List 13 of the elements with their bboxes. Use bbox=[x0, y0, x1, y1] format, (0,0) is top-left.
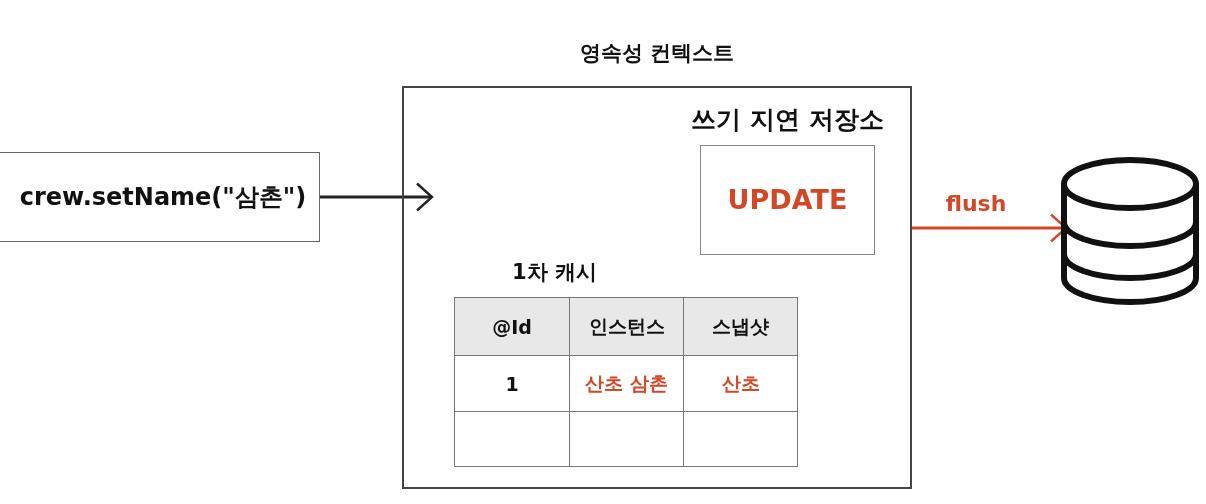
heading: 쓰기 지연 저장소 bbox=[690, 104, 885, 136]
table-cell: 산초 삼촌 bbox=[569, 355, 684, 412]
update-text: UPDATE bbox=[726, 183, 849, 217]
table-caption: 1차 캐시 bbox=[512, 259, 597, 286]
database-icon bbox=[1058, 156, 1202, 306]
table-header-cell: @Id bbox=[454, 297, 570, 356]
table-cell: 1 bbox=[454, 355, 570, 412]
heading: 영속성 컨텍스트 bbox=[578, 40, 736, 67]
table-cell: 산초 bbox=[683, 355, 798, 412]
table-header-cell: 인스턴스 bbox=[569, 297, 684, 356]
code-box: crew.setName("삼촌") bbox=[0, 152, 320, 242]
table-header-cell: 스냅샷 bbox=[683, 297, 798, 356]
arrow bbox=[320, 182, 434, 212]
